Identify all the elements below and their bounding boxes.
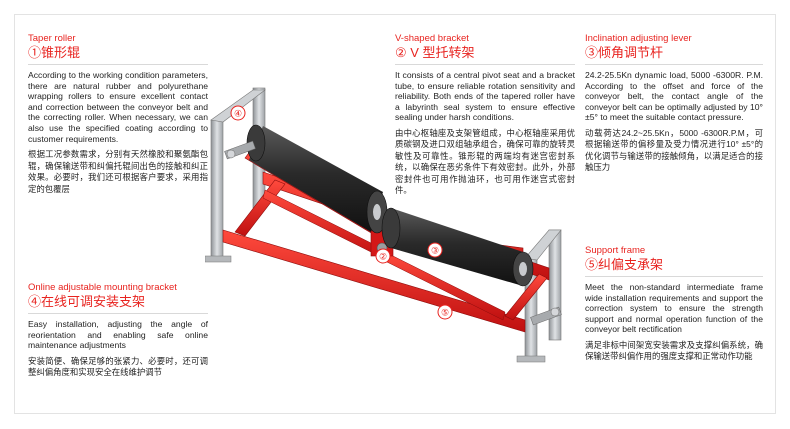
svg-text:③: ③ [431,246,439,256]
support-title-cn: ⑤纠偏支承架 [585,257,664,272]
vbracket-body-en: It consists of a central pivot seat and … [395,70,575,123]
taper-body-en: According to the working condition param… [28,70,208,144]
svg-text:④: ④ [234,109,242,119]
mounting-title-cn: ④在线可调安装支架 [28,294,146,309]
vbracket-title-cn: ② V 型托转架 [395,45,475,60]
divider [395,64,575,65]
support-body-cn: 满足非标中间架宽安装需求及支撑纠偏系统，确保输送带纠偏作用的强度支撑和正常动作功… [585,339,763,362]
taper-roller-right [381,207,534,287]
svg-text:②: ② [379,252,387,262]
vbracket-body-cn: 由中心枢轴座及支架管组成，中心枢轴座采用优质碳钢及进口双组轴承组合，确保可靠的旋… [395,127,575,196]
section-v-bracket: V-shaped bracket ② V 型托转架 It consists of… [395,33,575,197]
taper-title-cn: ①锥形辊 [28,45,81,60]
lever-title-cn: ③倾角调节杆 [585,45,664,60]
mounting-body-en: Easy installation, adjusting the angle o… [28,319,208,351]
support-title-en: Support frame [585,245,646,256]
lever-body-en: 24.2-25.5Kn dynamic load, 5000 -6300R. P… [585,70,763,123]
vbracket-title-en: V-shaped bracket [395,33,469,44]
section-support-frame: Support frame ⑤纠偏支承架 Meet the non-standa… [585,245,763,363]
taper-roller-left [246,124,388,234]
divider [28,313,208,314]
mounting-body-cn: 安装简便、确保足够的张紧力、必要时，还可调整纠偏角度和实现安全在线维护调节 [28,355,208,378]
lever-title-en: Inclination adjusting lever [585,33,692,44]
divider [585,276,763,277]
callout-4: ④ [230,105,246,121]
taper-body-cn: 根据工况参数需求，分别有天然橡胶和聚氨酯包辊，确保输送带和纠偏托辊间出色的接触和… [28,149,208,194]
lever-body-cn: 动载荷达24.2~25.5Kn，5000 -6300R.P.M，可根据输送带的偏… [585,127,763,173]
conveyor-idler-illustration: ④ ② ③ ⑤ [205,87,562,363]
inclination-adjusting-lever [224,140,562,326]
svg-text:⑤: ⑤ [441,308,449,318]
mounting-title-en: Online adjustable mounting bracket [28,282,177,293]
callout-5: ⑤ [437,304,453,320]
panel-border [14,14,776,414]
divider [585,64,763,65]
section-mounting-bracket: Online adjustable mounting bracket ④在线可调… [28,282,208,379]
taper-title-en: Taper roller [28,33,76,44]
divider [28,64,208,65]
support-body-en: Meet the non-standard intermediate frame… [585,282,763,335]
section-inclination-lever: Inclination adjusting lever ③倾角调节杆 24.2-… [585,33,763,174]
callout-3: ③ [427,242,443,258]
section-taper-roller: Taper roller ①锥形辊 According to the worki… [28,33,208,195]
callout-2: ② [375,248,391,264]
